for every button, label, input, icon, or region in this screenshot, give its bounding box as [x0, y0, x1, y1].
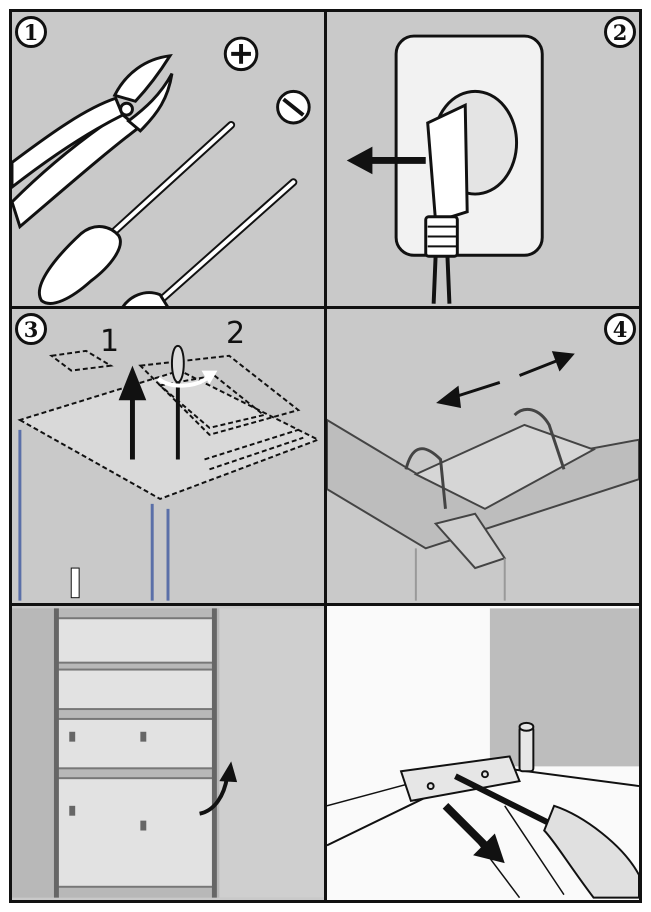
- top-hinge-illustration: [327, 351, 639, 601]
- double-arrow-icon: [436, 351, 575, 408]
- flathead-screwdriver-icon: [121, 178, 298, 306]
- step-label-1: 1: [100, 324, 120, 359]
- phillips-symbol-icon: [223, 36, 259, 72]
- arrow-left-icon: [346, 146, 426, 175]
- door-shelves-illustration: [12, 608, 324, 898]
- phillips-screwdriver-icon: [38, 120, 236, 305]
- instruction-grid: 1: [9, 9, 642, 903]
- step-number-badge: 3: [15, 313, 47, 345]
- screwdriver-icon: [170, 344, 185, 460]
- panel-2-unplug: 2: [327, 12, 639, 306]
- arrow-up-icon: [118, 365, 147, 460]
- bottom-hinge-illustration: [327, 608, 639, 899]
- panel-1-tools: 1: [12, 12, 324, 306]
- panel-4-top-hinge: 4: [327, 309, 639, 603]
- door-shelves-icon: [55, 617, 216, 888]
- step-number-badge: 1: [15, 16, 47, 48]
- pliers-icon: [12, 53, 174, 230]
- step-number-badge: 2: [604, 16, 636, 48]
- tools-illustration: [12, 36, 311, 306]
- panel-6-bottom-hinge: 6: [327, 606, 639, 900]
- flathead-symbol-icon: [276, 89, 311, 125]
- hinge-cover-illustration: [17, 344, 321, 601]
- rotate-arrow-icon: [156, 370, 218, 388]
- plug-icon: [424, 102, 469, 304]
- arrow-down-right-icon: [442, 803, 505, 864]
- step-label-2: 2: [226, 316, 246, 351]
- step-number-badge: 4: [604, 313, 636, 345]
- panel-5-door-shelves: 5: [12, 606, 324, 900]
- hinge-cover-icon: [17, 349, 321, 501]
- panel-3-hinge-cover: 3 1 2: [12, 309, 324, 603]
- top-hinge-icon: [327, 407, 639, 601]
- unplug-illustration: [346, 34, 544, 304]
- screwdriver-icon: [454, 773, 639, 899]
